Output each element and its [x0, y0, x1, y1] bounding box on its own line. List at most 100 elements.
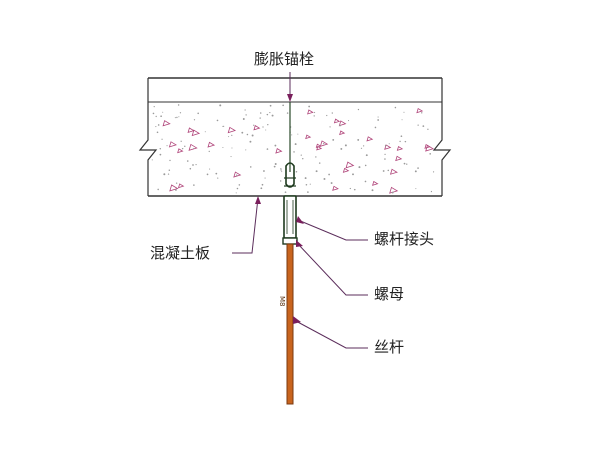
- sand-speckle: [382, 170, 385, 172]
- anchor-bolt: [284, 102, 296, 188]
- sand-speckle: [222, 146, 224, 149]
- sand-speckle: [349, 187, 351, 190]
- leaders: [232, 72, 368, 349]
- sand-speckle: [169, 159, 171, 162]
- sand-speckle: [391, 191, 394, 194]
- aggregate-stone: [366, 136, 374, 142]
- sand-speckle: [357, 138, 360, 141]
- sand-speckle: [251, 134, 254, 137]
- rod-joint-body: [283, 195, 297, 239]
- sand-speckle: [360, 147, 363, 149]
- aggregate-stone: [207, 141, 216, 148]
- sand-speckle: [259, 117, 261, 119]
- sand-speckle: [160, 115, 162, 118]
- sand-speckle: [209, 168, 211, 170]
- aggregate-stone: [416, 107, 424, 114]
- sand-speckle: [307, 191, 309, 193]
- sand-speckle: [264, 177, 266, 179]
- aggregate-stone: [307, 109, 314, 115]
- sand-speckle: [223, 125, 225, 127]
- sand-speckle: [344, 144, 347, 147]
- sand-speckle: [269, 104, 272, 107]
- aggregate-stone: [395, 155, 403, 162]
- sand-speckle: [304, 177, 307, 180]
- label-threaded-rod: 丝杆: [374, 338, 405, 356]
- nut-body: [282, 237, 298, 245]
- sand-speckle: [151, 159, 153, 161]
- sand-speckle: [417, 124, 419, 126]
- sand-speckle: [260, 187, 263, 190]
- sand-speckle: [362, 145, 365, 147]
- sand-speckle: [403, 162, 406, 165]
- sand-speckle: [193, 184, 195, 186]
- sand-speckle: [279, 180, 282, 182]
- sand-speckle: [238, 184, 241, 186]
- sand-speckle: [432, 171, 435, 173]
- sand-speckle: [157, 124, 160, 126]
- sand-speckle: [204, 131, 206, 133]
- sand-speckle: [266, 113, 269, 116]
- sand-speckle: [308, 105, 311, 108]
- sand-speckle: [330, 182, 333, 185]
- sand-speckle: [403, 111, 405, 113]
- sand-speckle: [231, 134, 233, 136]
- sand-speckle: [192, 164, 194, 166]
- sand-speckle: [323, 142, 325, 145]
- sand-speckle: [152, 112, 155, 115]
- sand-speckle: [219, 104, 222, 107]
- sand-speckle: [175, 189, 177, 191]
- sand-speckle: [352, 173, 354, 176]
- sand-speckle: [184, 145, 186, 148]
- sand-speckle: [421, 112, 423, 114]
- sand-speckle: [267, 123, 269, 126]
- sand-speckle: [282, 104, 284, 107]
- sand-speckle: [249, 140, 252, 143]
- arrowhead-threaded-rod: [293, 316, 301, 324]
- sand-speckle: [377, 116, 379, 118]
- slab-left-break: [138, 78, 158, 196]
- aggregate-stone: [338, 120, 347, 127]
- sand-speckle: [193, 119, 196, 121]
- leader-concrete-slab: [232, 197, 259, 254]
- aggregate-stone: [389, 168, 398, 175]
- aggregate-stone: [342, 167, 350, 173]
- sand-speckle: [244, 109, 246, 111]
- sand-speckle: [206, 173, 209, 176]
- sand-speckle: [280, 168, 282, 170]
- aggregate-stone: [319, 140, 329, 147]
- aggregate-stone: [187, 127, 195, 133]
- sand-speckle: [400, 135, 403, 138]
- sand-speckle: [245, 114, 247, 116]
- sand-speckle: [245, 149, 247, 151]
- sand-speckle: [430, 190, 433, 193]
- nut: [282, 237, 298, 245]
- sand-speckle: [328, 173, 330, 176]
- aggregate-stone: [162, 120, 171, 127]
- sand-speckle: [180, 140, 182, 142]
- sand-speckle: [305, 183, 308, 186]
- sand-speckle: [281, 171, 283, 173]
- sand-speckle: [348, 120, 350, 122]
- sand-speckle: [195, 163, 197, 166]
- sand-speckle: [302, 158, 304, 160]
- sand-speckle: [377, 119, 380, 121]
- sand-speckle: [193, 147, 195, 149]
- sand-speckle: [394, 106, 397, 109]
- aggregate-stone: [316, 145, 323, 151]
- sand-speckle: [228, 136, 230, 138]
- sand-speckle: [168, 169, 171, 171]
- sand-speckle: [364, 180, 367, 183]
- sand-speckle: [384, 144, 387, 147]
- aggregate-stone: [389, 186, 399, 194]
- sand-speckle: [166, 145, 168, 147]
- leader-threaded-rod: [293, 319, 368, 349]
- threaded-rod: [286, 243, 294, 405]
- sand-speckle: [163, 173, 166, 176]
- label-concrete-slab: 混凝土板: [150, 244, 211, 262]
- sand-speckle: [189, 167, 192, 170]
- sand-speckle: [329, 126, 331, 128]
- aggregate-stone: [275, 148, 283, 154]
- sand-speckle: [422, 125, 425, 127]
- sand-speckle: [269, 111, 271, 114]
- sand-speckle: [297, 133, 299, 135]
